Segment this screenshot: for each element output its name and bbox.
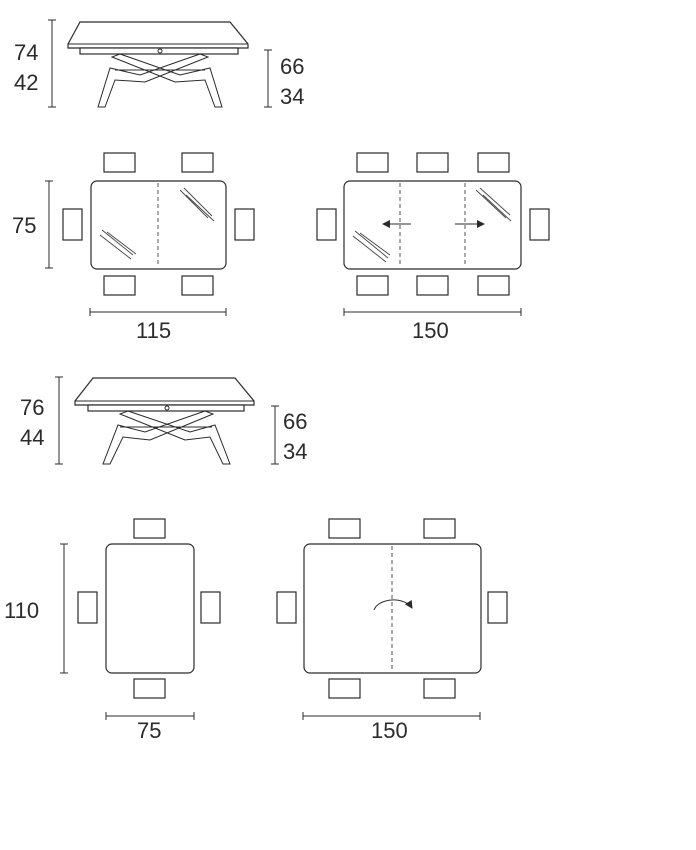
chair — [133, 518, 166, 539]
chair — [487, 591, 508, 624]
chair — [477, 152, 510, 173]
chair — [423, 678, 456, 699]
chair — [276, 591, 297, 624]
plan-1-closed: 75 115 — [12, 152, 255, 343]
chair — [103, 152, 136, 173]
table-legs — [102, 410, 231, 465]
side-view-2: 76 44 66 34 — [20, 376, 307, 465]
chair — [423, 518, 456, 539]
plan-1-open: 150 — [316, 152, 550, 343]
chair — [316, 208, 337, 241]
plan-2-depth: 110 — [4, 598, 39, 623]
overall-height-low: 42 — [14, 70, 38, 95]
leg-height-high: 66 — [280, 54, 304, 79]
plan-2-open-width: 150 — [371, 718, 408, 743]
table-apron — [87, 404, 245, 412]
plan-2-closed: 110 75 — [4, 518, 221, 743]
chair — [356, 275, 389, 296]
chair — [416, 275, 449, 296]
tabletop-unfolded — [303, 543, 482, 674]
chair — [234, 208, 255, 241]
chair — [356, 152, 389, 173]
chair — [103, 275, 136, 296]
side-view-1: 74 42 66 34 — [14, 19, 304, 109]
plan-2-closed-width: 75 — [137, 718, 161, 743]
plan-2-open: 150 — [276, 518, 508, 743]
chair — [328, 678, 361, 699]
chair — [200, 591, 221, 624]
chair — [62, 208, 83, 241]
glass-reflection — [352, 187, 512, 263]
chair — [416, 152, 449, 173]
table-legs — [97, 53, 223, 108]
mechanism-knob — [157, 48, 163, 54]
plan-1-depth: 75 — [12, 213, 36, 238]
leg-height-high: 66 — [283, 409, 307, 434]
plan-1-closed-width: 115 — [136, 318, 171, 343]
overall-height-low: 44 — [20, 425, 44, 450]
chair — [181, 152, 214, 173]
leg-height-low: 34 — [283, 439, 307, 464]
chair — [328, 518, 361, 539]
chair — [529, 208, 550, 241]
tabletop-extended — [343, 180, 522, 270]
rotate-arrow-icon — [373, 599, 413, 611]
glass-reflection — [99, 187, 215, 260]
overall-height-high: 76 — [20, 395, 44, 420]
leg-height-low: 34 — [280, 84, 304, 109]
chair — [181, 275, 214, 296]
table-apron — [79, 47, 239, 55]
tabletop-closed — [105, 543, 195, 674]
chair — [133, 678, 166, 699]
plan-1-open-width: 150 — [412, 318, 449, 343]
chair — [77, 591, 98, 624]
mechanism-knob — [164, 405, 170, 411]
overall-height-high: 74 — [14, 40, 38, 65]
chair — [477, 275, 510, 296]
